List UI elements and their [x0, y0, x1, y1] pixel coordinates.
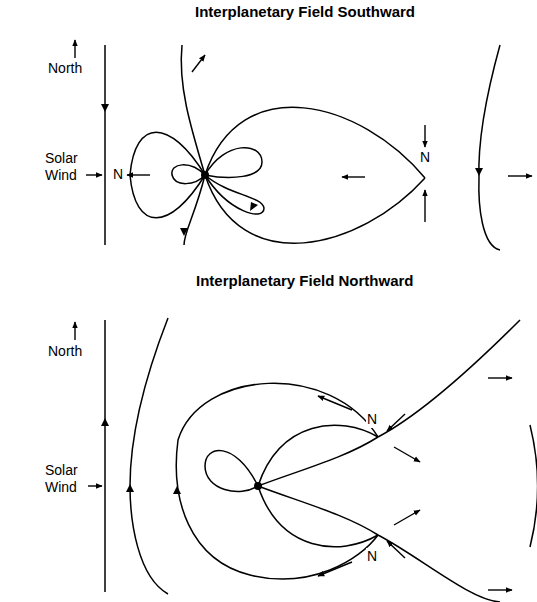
field-line [181, 45, 205, 175]
direction-arrow [88, 485, 102, 486]
direction-label: North [47, 343, 83, 360]
direction-arrow [508, 175, 532, 176]
direction-arrow [74, 40, 75, 58]
arrowhead [126, 484, 134, 492]
arrowhead [101, 104, 109, 112]
arrowhead [173, 486, 181, 494]
field-line [258, 425, 378, 486]
direction-arrow [127, 174, 150, 175]
direction-arrow [192, 55, 205, 72]
direction-arrow [387, 541, 405, 558]
field-line [479, 45, 500, 250]
neutral-point-label: N [112, 166, 124, 183]
arrowhead [475, 168, 483, 176]
arrowhead [101, 104, 483, 236]
direction-arrow [424, 125, 425, 147]
direction-arrow [394, 447, 420, 462]
arrowhead [180, 228, 188, 236]
direction-arrow [424, 190, 425, 222]
direction-arrow [75, 40, 532, 222]
earth-dot [254, 482, 262, 490]
direction-label: North [47, 60, 83, 77]
direction-arrow [86, 174, 102, 175]
direction-arrow [342, 176, 365, 177]
direction-arrow [488, 589, 512, 590]
field-line [130, 318, 168, 594]
field-line [104, 320, 106, 592]
earth-dot [201, 171, 209, 179]
field-line [258, 486, 378, 547]
arrowhead [101, 418, 181, 494]
field-line [258, 486, 378, 535]
arrowhead [101, 418, 109, 426]
panel-title: Interplanetary Field Northward [195, 272, 415, 290]
direction-arrow [75, 322, 512, 590]
earth-dot [201, 171, 262, 490]
field-line [205, 148, 262, 178]
field-line [104, 45, 106, 245]
direction-arrow [318, 396, 352, 410]
flow-label: Solar Wind [44, 462, 90, 496]
neutral-point-label: N [366, 548, 378, 565]
field-line [205, 175, 425, 243]
field-line [105, 45, 500, 250]
direction-arrow [488, 377, 512, 378]
field-line [172, 165, 205, 184]
neutral-point-label: N [419, 149, 431, 166]
direction-arrow [74, 322, 75, 340]
direction-arrow [318, 562, 352, 576]
direction-arrow [394, 510, 420, 525]
field-line [378, 535, 500, 602]
field-line [378, 320, 520, 437]
panel-title: Interplanetary Field Southward [194, 3, 416, 21]
field-line [105, 318, 537, 602]
neutral-point-label: N [366, 411, 378, 428]
field-line [184, 175, 205, 245]
field-line [205, 451, 258, 492]
direction-arrow [387, 414, 405, 431]
arrowhead [250, 202, 258, 211]
field-line [530, 425, 537, 547]
field-line [258, 437, 378, 486]
field-line [205, 107, 425, 178]
field-line [176, 383, 378, 579]
flow-label: Solar Wind [44, 150, 90, 184]
